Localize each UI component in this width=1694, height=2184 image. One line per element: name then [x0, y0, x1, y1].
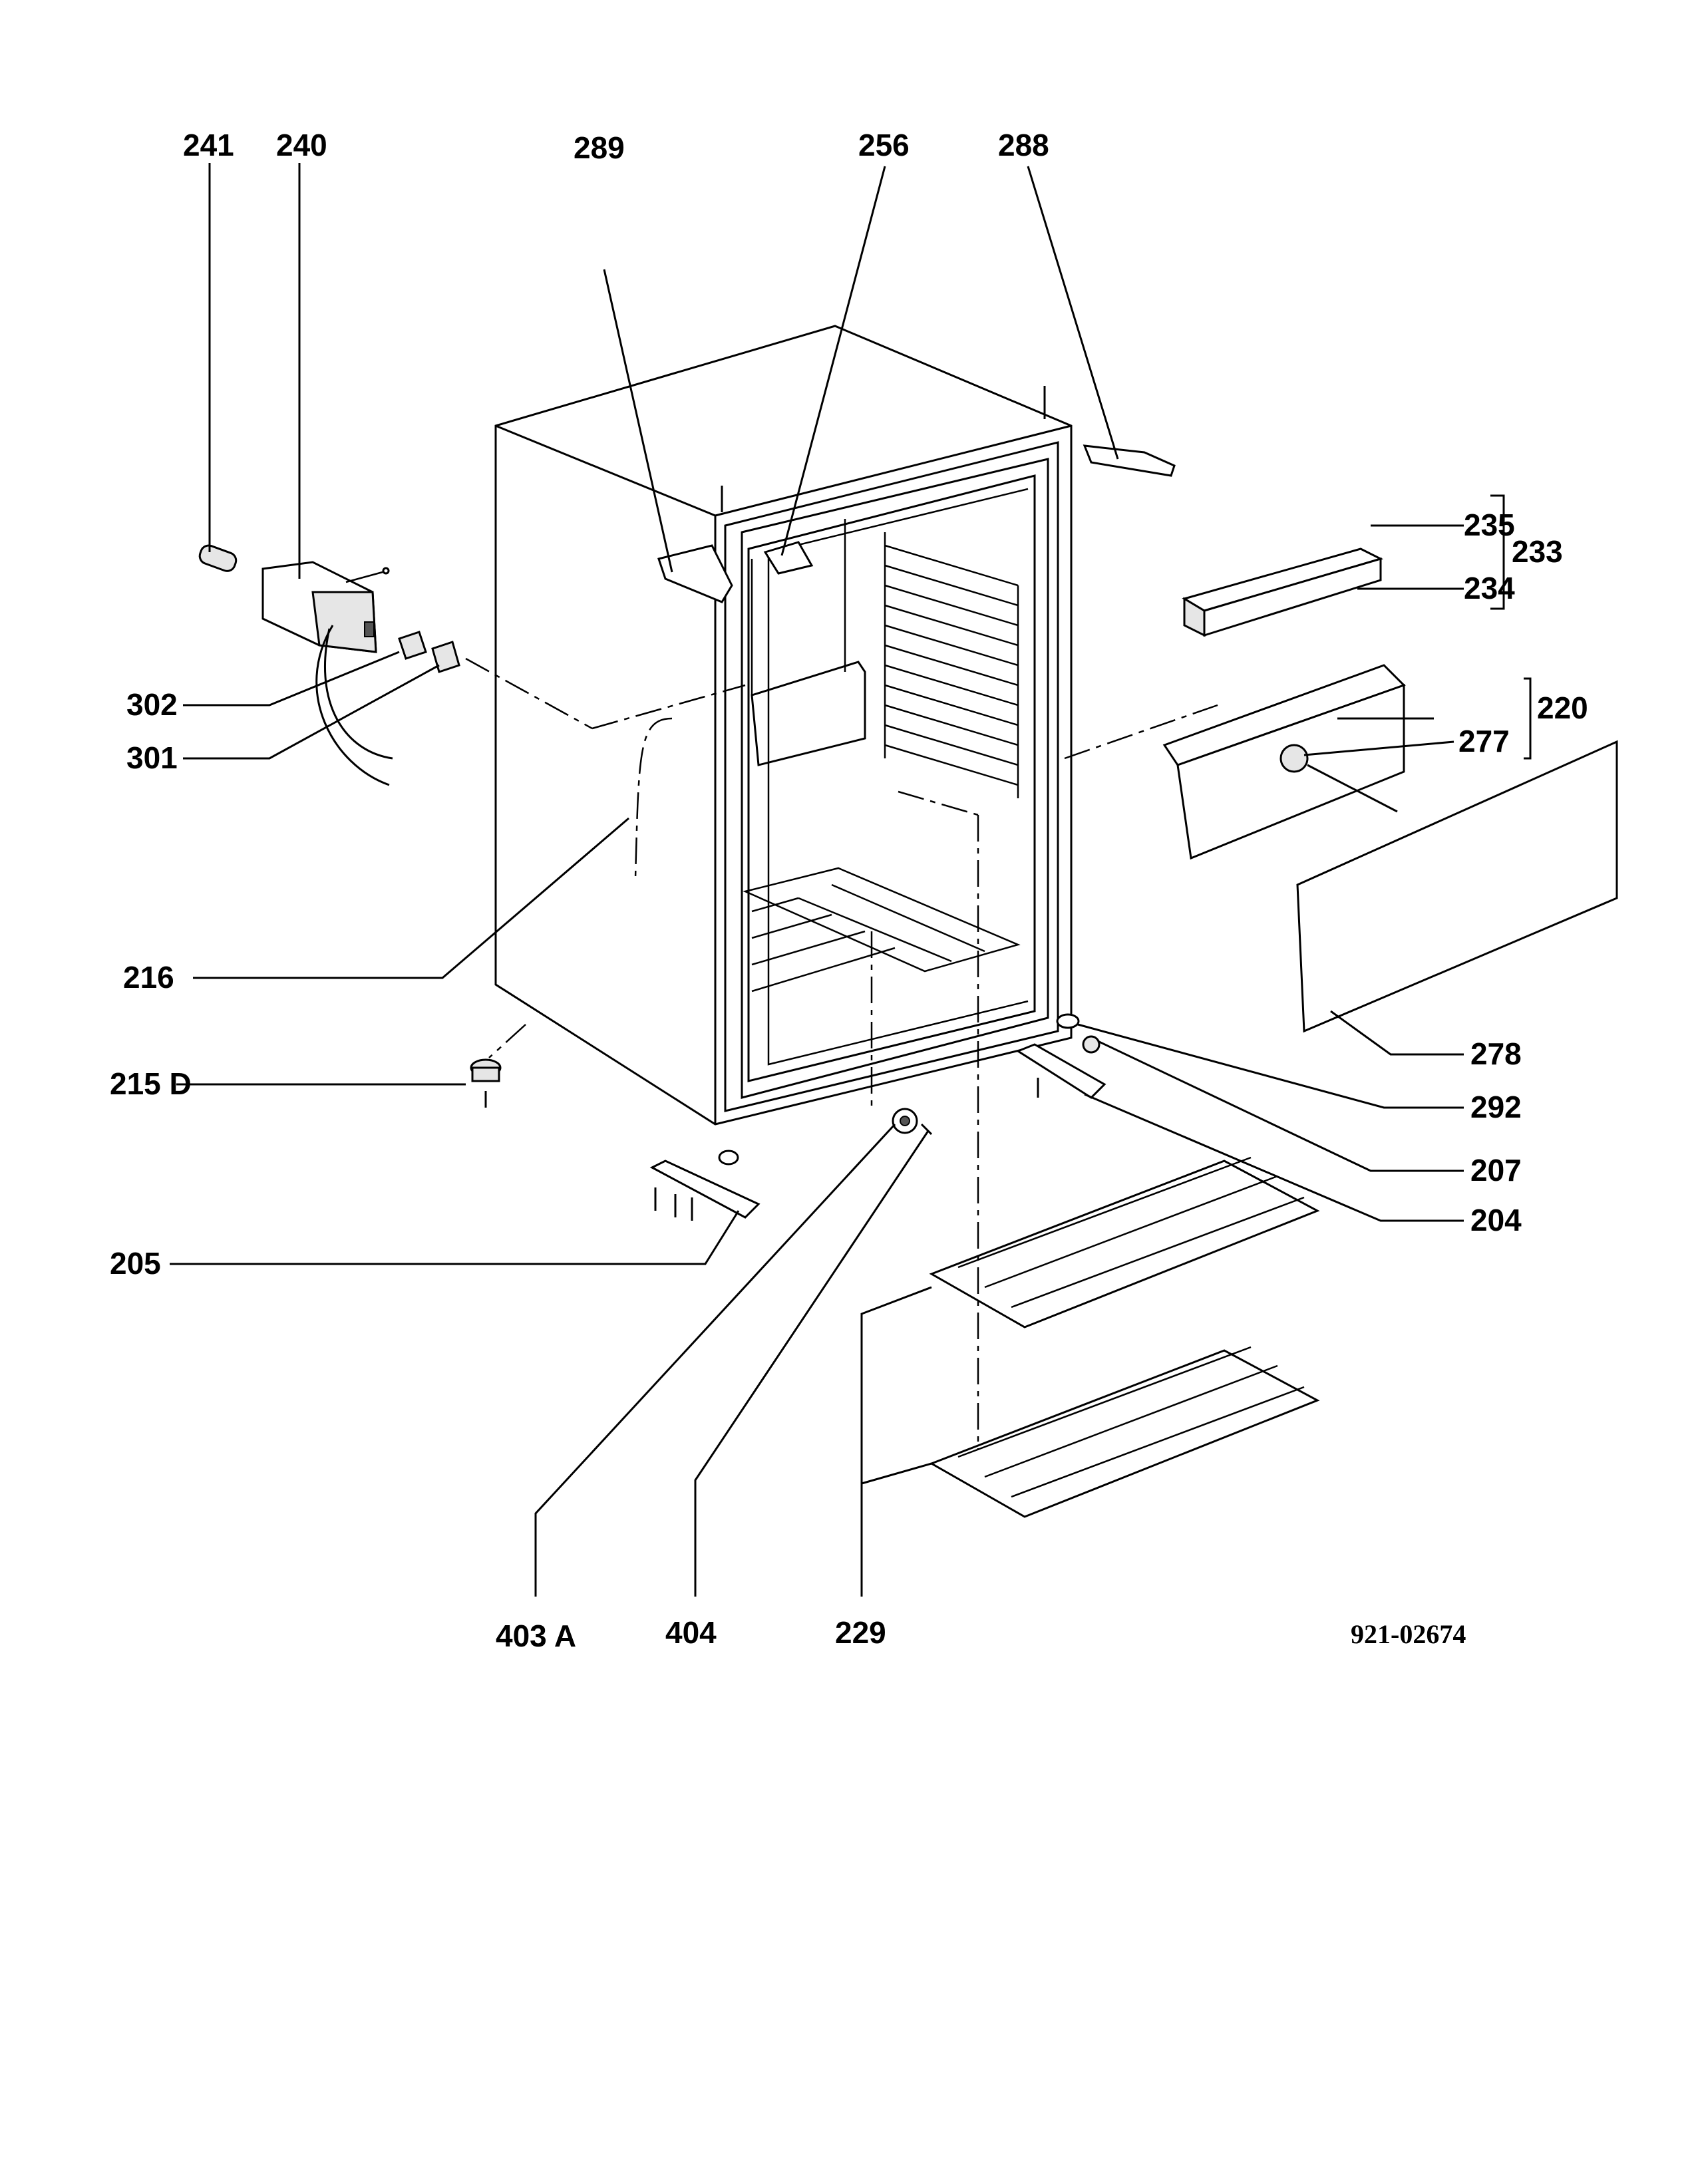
label-215d: 215 D — [110, 1066, 192, 1101]
wire-shelf-lower — [929, 1346, 1320, 1518]
wire-shelf-upper — [929, 1156, 1320, 1328]
label-403a: 403 A — [496, 1619, 576, 1653]
label-205: 205 — [110, 1246, 161, 1281]
label-220: 220 — [1537, 691, 1588, 725]
lower-right-hinge — [1015, 1013, 1106, 1099]
freezer-bracket — [763, 541, 814, 575]
freezer-door-220 — [1162, 664, 1406, 860]
cover-panel-278 — [1296, 740, 1618, 1033]
label-204: 204 — [1470, 1203, 1522, 1237]
lamp-holder — [892, 1108, 933, 1136]
label-289: 289 — [574, 130, 625, 165]
label-229: 229 — [835, 1615, 886, 1650]
label-234: 234 — [1464, 571, 1515, 605]
label-233: 233 — [1512, 534, 1563, 569]
label-241: 241 — [183, 128, 234, 162]
label-216: 216 — [123, 960, 174, 995]
refrigerator-cabinet — [494, 325, 1073, 1126]
drain-tube — [634, 717, 673, 879]
lower-left-hinge — [649, 1150, 761, 1221]
label-302: 302 — [126, 687, 178, 722]
leader-lines — [170, 163, 1532, 1597]
label-277: 277 — [1458, 724, 1510, 758]
label-278: 278 — [1470, 1036, 1522, 1071]
thermostat-assembly — [198, 544, 460, 786]
top-hinge-left — [657, 544, 733, 603]
label-288: 288 — [998, 128, 1049, 162]
label-256: 256 — [858, 128, 910, 162]
label-404: 404 — [665, 1615, 717, 1650]
door-shelf-233 — [1182, 547, 1384, 637]
label-207: 207 — [1470, 1153, 1522, 1187]
top-hinge-right — [1083, 444, 1176, 477]
label-301: 301 — [126, 740, 178, 775]
label-235: 235 — [1464, 508, 1515, 542]
drawing-code: 921-02674 — [1351, 1619, 1466, 1649]
label-240: 240 — [276, 128, 327, 162]
adjustable-foot — [470, 1058, 502, 1108]
label-292: 292 — [1470, 1090, 1522, 1124]
evaporator-fins — [884, 532, 1019, 798]
